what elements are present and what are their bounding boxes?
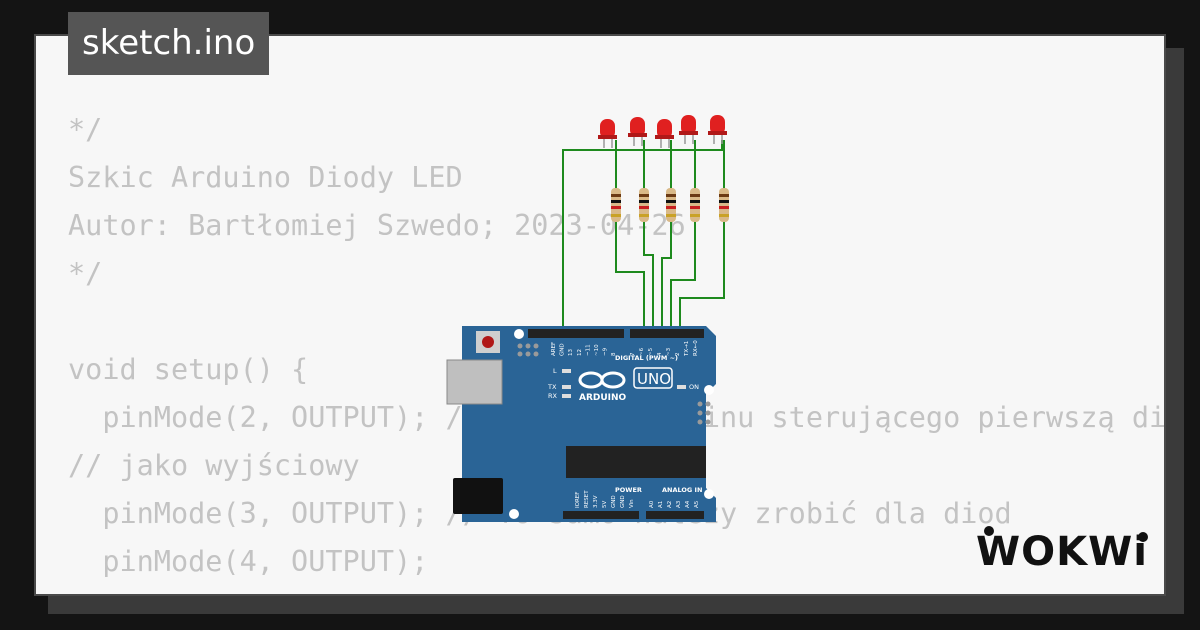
power-label: POWER <box>615 486 642 494</box>
analog-header <box>646 511 704 519</box>
top-pin-label: 7 <box>630 352 636 356</box>
power-pin-label: GND <box>611 495 617 508</box>
code-line: pinMode(5, OUTPUT); <box>68 586 1164 594</box>
top-pin-label: ~5 <box>648 347 654 356</box>
analog-pin-label: A1 <box>658 501 664 508</box>
power-pin-label: 5V <box>602 501 608 508</box>
code-line: Szkic Arduino Diody LED <box>68 161 463 194</box>
wire-led2 <box>643 140 654 330</box>
top-pin-label: 4 <box>657 352 663 356</box>
board-model: UNO <box>637 370 671 388</box>
resistor-2[interactable] <box>639 188 649 222</box>
led-4[interactable] <box>679 115 698 144</box>
led-3[interactable] <box>655 119 674 148</box>
top-pin-label: 13 <box>568 349 574 356</box>
top-pin-label: RX←0 <box>693 340 699 356</box>
led-2[interactable] <box>628 117 647 146</box>
on-label: ON <box>689 383 699 391</box>
top-pin-label: ~11 <box>585 344 591 356</box>
wokwi-logo[interactable]: WOKWi <box>976 529 1148 575</box>
l-label: L <box>553 367 557 375</box>
code-line: */ <box>68 257 103 290</box>
wire-led1 <box>615 140 645 330</box>
top-pin-label: ~10 <box>594 344 600 356</box>
power-pin-label: GND <box>620 495 626 508</box>
digital-header <box>528 329 624 338</box>
top-pin-label: ~9 <box>603 347 609 356</box>
wires <box>562 140 725 330</box>
code-line: Autor: Bartłomiej Szwedo; 2023-04-26 <box>68 209 686 242</box>
top-pin-label: 8 <box>611 352 617 356</box>
code-line: void setup() { <box>68 353 309 386</box>
code-line: pinMode(4, OUTPUT); <box>68 545 429 578</box>
atmega-chip <box>566 446 706 478</box>
power-header <box>563 511 639 519</box>
top-pin-label: GND <box>560 343 566 356</box>
digital-label: DIGITAL (PWM ~) <box>615 354 678 362</box>
rx-label: RX <box>548 392 558 400</box>
power-pin-label: RESET <box>584 490 590 508</box>
wire-led4 <box>670 140 696 330</box>
board-name: ARDUINO <box>579 393 627 403</box>
analog-pin-label: A3 <box>676 500 682 508</box>
power-pin-label: 3.3V <box>593 495 599 508</box>
analog-pin-label: A2 <box>667 501 673 508</box>
top-pin-label: 12 <box>577 349 583 356</box>
led-5[interactable] <box>708 115 727 144</box>
wire-led3 <box>661 140 672 330</box>
code-line: */ <box>68 113 103 146</box>
code-listing: */ Szkic Arduino Diody LED Autor: Bartłomi… <box>68 106 1164 594</box>
resistor-4[interactable] <box>690 188 700 222</box>
analog-label: ANALOG IN <box>662 486 702 494</box>
code-line: // jako wyjściowy <box>68 449 360 482</box>
analog-pin-label: A0 <box>649 500 655 508</box>
tx-label: TX <box>547 383 557 391</box>
power-pin-label: Vin <box>629 499 635 508</box>
top-pin-label: AREF <box>551 342 557 356</box>
top-pin-label: ~3 <box>666 347 672 356</box>
top-pin-label: TX→1 <box>684 341 690 357</box>
resistors <box>611 188 729 222</box>
analog-pin-label: A4 <box>685 500 691 508</box>
arduino-board[interactable] <box>446 326 716 522</box>
resistor-1[interactable] <box>611 188 621 222</box>
led-1[interactable] <box>598 119 617 148</box>
wire-gnd <box>562 140 723 330</box>
resistor-5[interactable] <box>719 188 729 222</box>
power-jack <box>453 478 503 514</box>
top-pin-label: 2 <box>675 353 681 357</box>
analog-pin-label: A5 <box>694 500 700 508</box>
usb-port <box>446 359 503 405</box>
logo-decoration <box>984 526 1148 542</box>
power-pin-label: IOREF <box>575 492 581 508</box>
leds <box>598 115 727 148</box>
filename-tab[interactable]: sketch.ino <box>68 12 270 75</box>
digital-header-2 <box>630 329 704 338</box>
wire-led5 <box>679 140 725 330</box>
top-pin-label: ~6 <box>639 347 645 356</box>
resistor-3[interactable] <box>666 188 676 222</box>
